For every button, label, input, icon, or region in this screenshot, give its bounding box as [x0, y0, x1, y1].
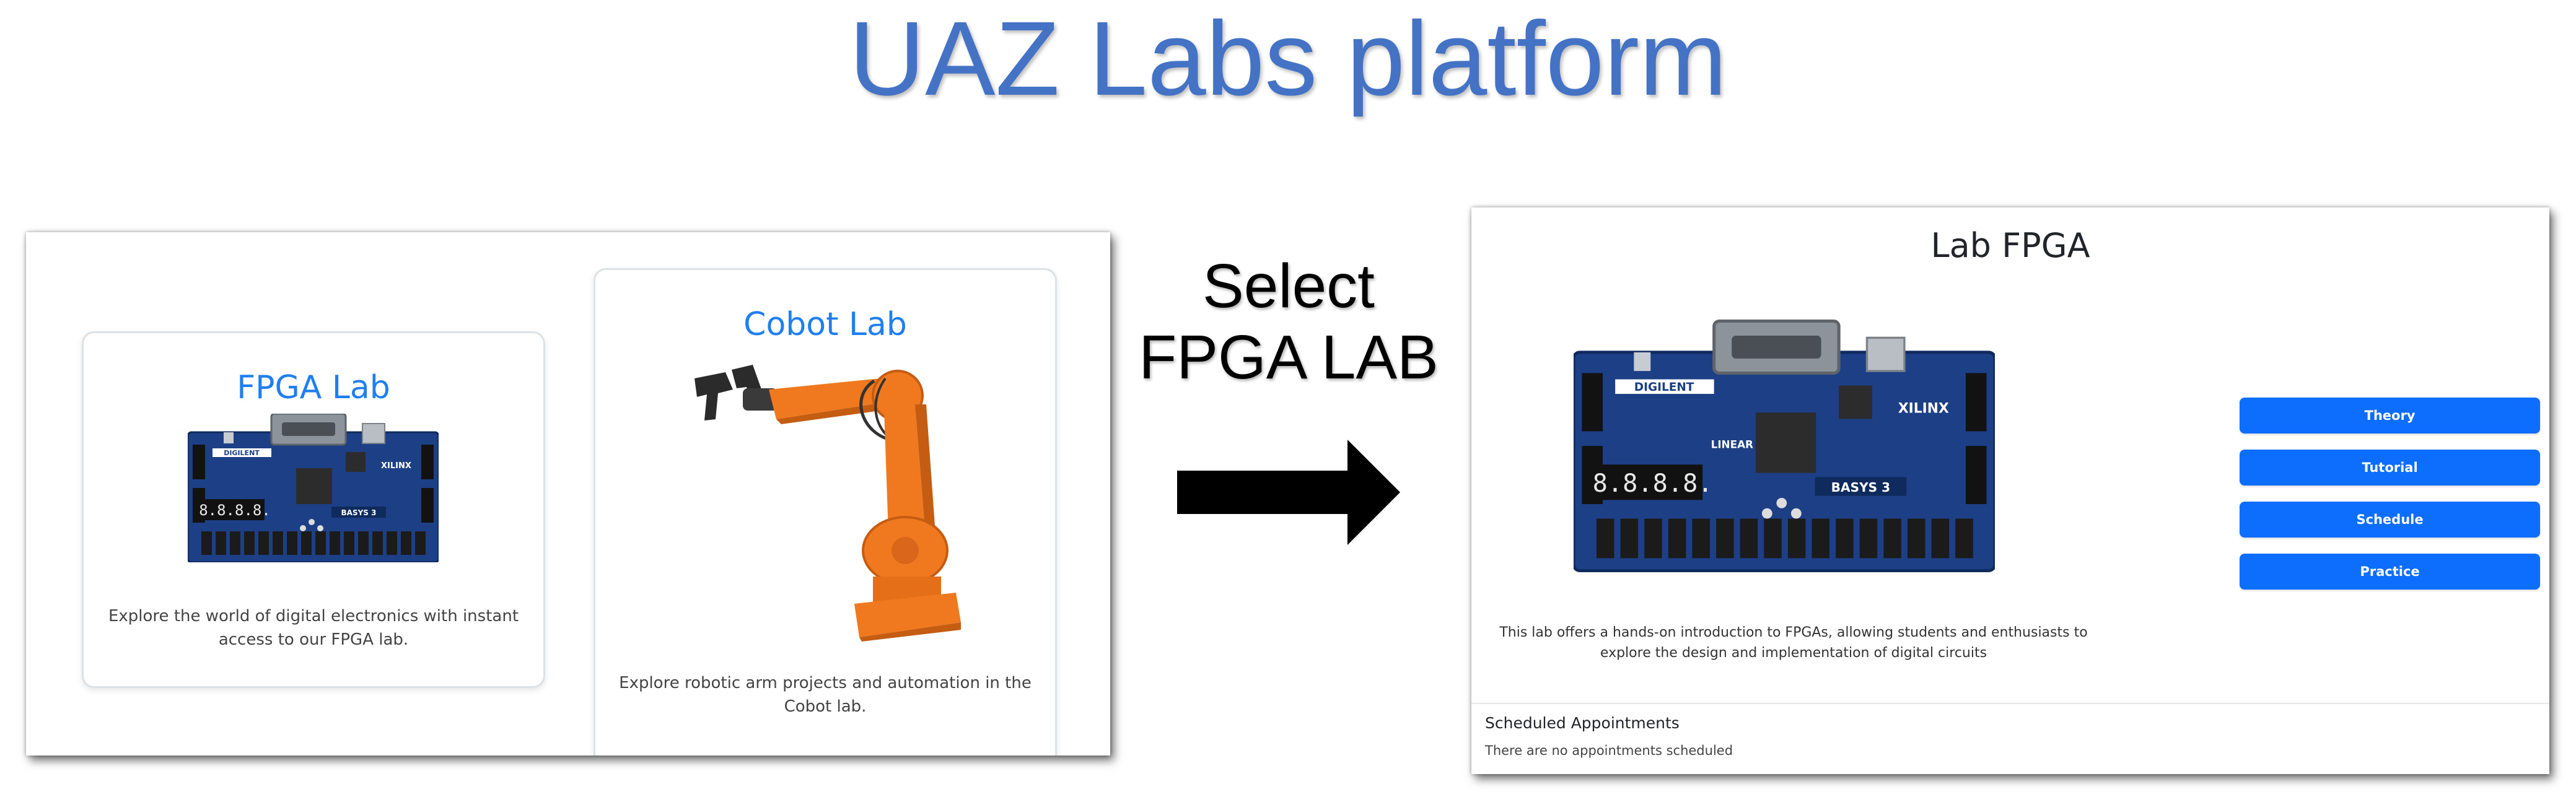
- robot-arm-image: [694, 365, 961, 642]
- appointments-divider: [1471, 703, 2549, 704]
- lab-selection-screenshot: FPGA Lab DIGILENT XILINX 8.8.8.8. BASYS …: [26, 232, 1110, 756]
- schedule-button[interactable]: Schedule: [2240, 502, 2540, 538]
- lab-page-description: This lab offers a hands-on introduction …: [1499, 625, 2088, 661]
- seven-segment-display-large: 8.8.8.8.: [1593, 469, 1713, 498]
- select-line-2: FPGA LAB: [1139, 323, 1439, 392]
- board-brand-text-large: DIGILENT: [1634, 381, 1694, 394]
- cobot-lab-card[interactable]: Cobot Lab Explore robotic arm project: [594, 268, 1057, 756]
- tutorial-button[interactable]: Tutorial: [2240, 450, 2540, 486]
- appointments-empty-message: There are no appointments scheduled: [1485, 743, 1733, 758]
- cobot-lab-description: Explore robotic arm projects and automat…: [619, 674, 1032, 716]
- fpga-lab-description: Explore the world of digital electronics…: [108, 607, 519, 649]
- practice-button[interactable]: Practice: [2240, 554, 2540, 590]
- appointments-title: Scheduled Appointments: [1485, 714, 1680, 732]
- board-vendor-text-large: XILINX: [1898, 401, 1949, 416]
- board-vendor-text: XILINX: [381, 461, 411, 471]
- board-brand-text: DIGILENT: [224, 449, 260, 457]
- select-line-1: Select: [1203, 251, 1375, 321]
- right-arrow-icon: [1177, 440, 1400, 545]
- lab-fpga-screenshot: Lab FPGA DIGILENT XILINX LINEAR 8.8.8.8.…: [1471, 207, 2549, 774]
- theory-button[interactable]: Theory: [2240, 398, 2540, 433]
- cobot-lab-title[interactable]: Cobot Lab: [743, 306, 907, 343]
- board-model-text-large: BASYS 3: [1831, 480, 1891, 495]
- board-maker-text: LINEAR: [1711, 438, 1753, 450]
- lab-page-title: Lab FPGA: [1930, 226, 2090, 265]
- select-instruction: Select FPGA LAB: [1121, 251, 1456, 393]
- fpga-lab-card[interactable]: FPGA Lab DIGILENT XILINX 8.8.8.8. BASYS …: [82, 331, 545, 688]
- seven-segment-display: 8.8.8.8.: [199, 502, 271, 519]
- fpga-board-image: DIGILENT XILINX 8.8.8.8. BASYS 3: [188, 414, 439, 562]
- slide-title: UAZ Labs platform: [849, 0, 1727, 118]
- fpga-lab-title[interactable]: FPGA Lab: [237, 369, 390, 406]
- board-model-text: BASYS 3: [341, 508, 377, 517]
- fpga-board-image-large: DIGILENT XILINX LINEAR 8.8.8.8. BASYS 3: [1574, 319, 1995, 572]
